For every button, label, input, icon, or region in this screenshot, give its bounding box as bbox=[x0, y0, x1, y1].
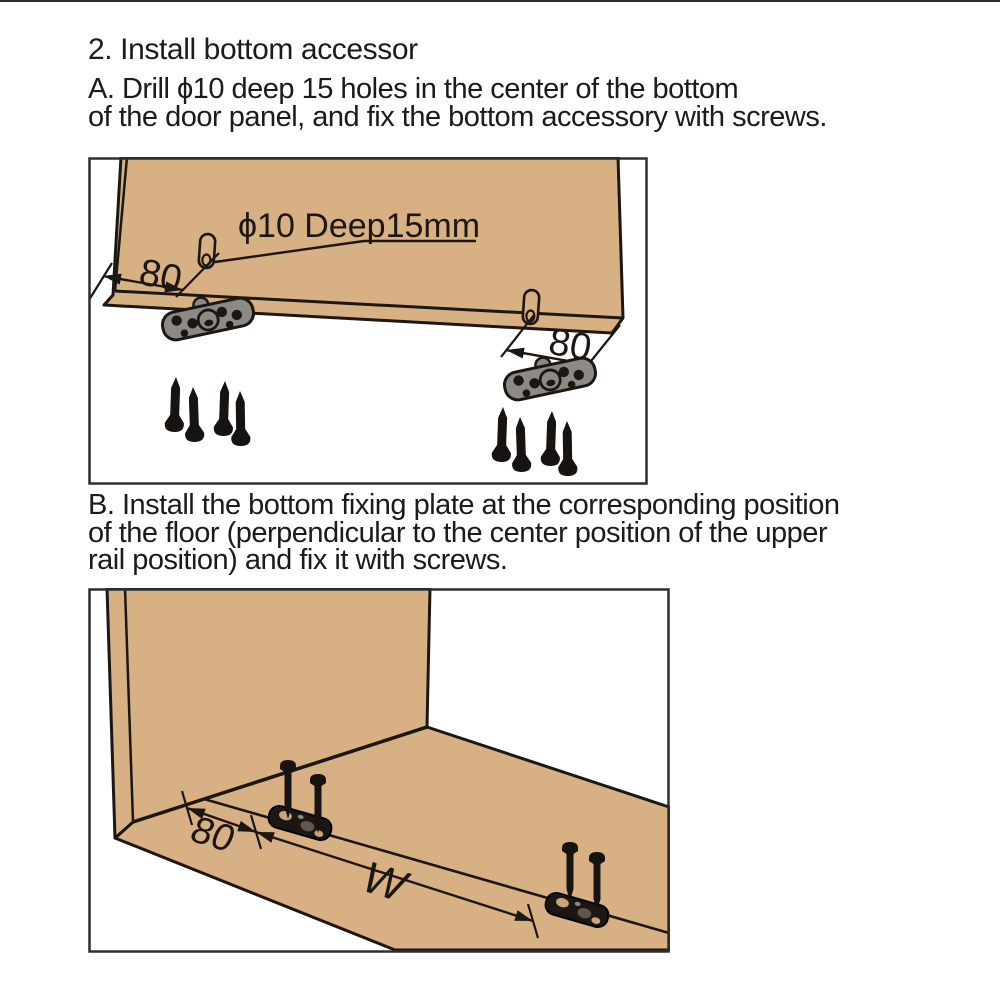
section-title: 2. Install bottom accessor bbox=[88, 33, 418, 66]
diagram-floor-plates: 80 W bbox=[88, 588, 670, 953]
diagram-drill-holes: ϕ10 Deep15mm 80 80 bbox=[88, 157, 648, 485]
instruction-line: B. Install the bottom fixing plate at th… bbox=[88, 489, 840, 521]
diagram-a-border bbox=[88, 157, 648, 485]
screws-right-group bbox=[491, 406, 578, 477]
drill-hole-right bbox=[521, 288, 541, 326]
dim-80-left-label: 80 bbox=[135, 251, 185, 301]
dim-80-left: 80 bbox=[88, 251, 220, 301]
top-divider bbox=[0, 0, 1000, 2]
instruction-line: of the door panel, and fix the bottom ac… bbox=[88, 100, 827, 133]
step-a-instructions: A. Drill ϕ10 deep 15 holes in the center… bbox=[88, 73, 827, 133]
drill-hole-left bbox=[197, 232, 217, 270]
door-panel-shape bbox=[102, 157, 625, 335]
diagram-b-border bbox=[88, 588, 670, 953]
instruction-line: rail position) and fix it with screws. bbox=[88, 544, 508, 576]
hole-depth-label: ϕ10 Deep15mm bbox=[238, 207, 480, 245]
hole-label-leader bbox=[214, 239, 476, 264]
instruction-line: A. Drill ϕ10 deep 15 holes in the center… bbox=[88, 73, 739, 105]
screws-left-group bbox=[164, 376, 251, 447]
step-b-instructions: B. Install the bottom fixing plate at th… bbox=[88, 489, 840, 576]
instruction-line: of the floor (perpendicular to the cente… bbox=[88, 516, 828, 549]
